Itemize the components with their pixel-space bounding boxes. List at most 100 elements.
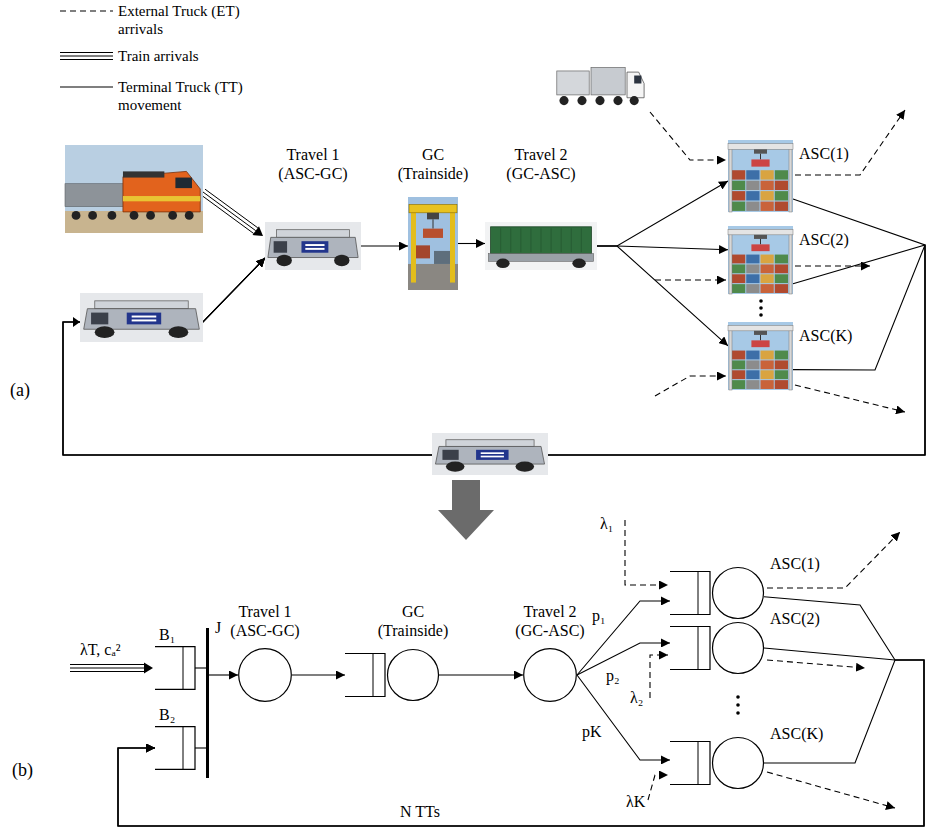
flow-connector	[597, 246, 728, 346]
server-circle	[713, 623, 764, 674]
ellipsis-dot	[759, 299, 763, 303]
crane-leg	[450, 208, 455, 282]
container	[746, 181, 759, 190]
wheel	[130, 211, 139, 220]
container	[761, 351, 774, 360]
train-arrival-line	[205, 189, 258, 228]
wheel	[72, 211, 81, 220]
ellipsis-dot	[759, 306, 763, 310]
container	[732, 380, 745, 389]
node-label: Travel 2 (GC-ASC)	[508, 602, 592, 640]
flow-connector	[195, 747, 206, 748]
container	[761, 284, 774, 293]
container	[746, 202, 759, 211]
wheel	[496, 258, 509, 268]
flow-connector	[63, 245, 925, 455]
container	[761, 360, 774, 369]
container	[751, 244, 769, 251]
vehicle-body	[84, 309, 200, 330]
server-node: Travel 2 (GC-ASC)	[523, 648, 577, 702]
flow-connector	[577, 601, 670, 675]
node-shape	[485, 222, 597, 270]
queue-station: ASC(2)	[670, 621, 764, 675]
annotation: N TTs	[400, 802, 440, 821]
crane-trolley	[427, 213, 439, 220]
container	[775, 360, 788, 369]
node-label: ASC(K)	[770, 724, 823, 743]
external-truck-image	[557, 68, 644, 106]
crane-leg	[789, 230, 792, 294]
terminal-truck-image	[432, 433, 548, 475]
train-arrival-line	[60, 52, 113, 53]
crane-leg	[729, 144, 732, 212]
ellipsis-dot	[736, 703, 740, 707]
node-label: ASC(1)	[770, 554, 820, 573]
container	[746, 351, 759, 360]
server-circle	[713, 738, 764, 789]
flow-connector	[597, 181, 728, 246]
container	[761, 191, 774, 200]
trailer	[557, 71, 589, 95]
flow-connector	[458, 243, 485, 244]
photo-ground	[65, 211, 203, 233]
queue-slot	[183, 647, 184, 690]
routing-probability: p₁	[592, 606, 606, 625]
container-wagon	[65, 184, 126, 207]
arrowhead	[73, 317, 80, 327]
node-shape	[728, 226, 793, 294]
container	[746, 380, 759, 389]
wheel	[595, 96, 604, 105]
cab-window	[274, 241, 287, 253]
queue-buffer	[670, 572, 710, 615]
container	[761, 380, 774, 389]
locomotive-roof	[123, 171, 164, 177]
external-truck-arrow	[650, 112, 726, 160]
container	[732, 202, 745, 211]
logo-stripe	[305, 248, 324, 250]
node-shape	[408, 197, 458, 290]
cab-window	[442, 450, 458, 460]
container-ridge	[500, 228, 501, 252]
legend-text: Terminal Truck (TT) movement	[118, 78, 253, 114]
external-truck-arrow	[60, 10, 113, 11]
node-label: GC (Trainside)	[391, 145, 475, 183]
node-shape	[728, 322, 793, 390]
container	[775, 255, 788, 264]
wheel	[577, 96, 586, 105]
wheel	[446, 462, 465, 472]
node-label: ASC(2)	[770, 609, 820, 628]
container	[761, 181, 774, 190]
node-label: B₂	[159, 705, 175, 724]
wheel	[169, 326, 189, 338]
container	[746, 360, 759, 369]
node-shape	[728, 140, 793, 212]
container	[775, 370, 788, 379]
cab-window	[634, 76, 641, 84]
wheel	[108, 211, 117, 220]
photo-sky	[728, 226, 793, 294]
node-label: ASC(K)	[799, 326, 852, 345]
container	[746, 255, 759, 264]
locomotive	[123, 171, 200, 211]
node-label: ASC(1)	[799, 144, 849, 163]
logo-stripe	[132, 319, 157, 321]
wheel	[572, 258, 585, 268]
external-truck-arrow	[655, 279, 726, 280]
external-truck-arrow	[767, 532, 900, 588]
node-shape	[670, 621, 764, 675]
train-arrival-line	[60, 59, 113, 60]
external-truck-arrow	[795, 385, 905, 412]
flow-connector	[118, 648, 924, 826]
wheel	[168, 211, 177, 220]
wheel	[95, 326, 115, 338]
queue-slot	[698, 627, 699, 670]
container	[761, 202, 774, 211]
container	[775, 264, 788, 273]
container	[761, 255, 774, 264]
container	[434, 251, 451, 264]
wheel	[613, 96, 622, 105]
queue-slot	[698, 572, 699, 615]
node-shape	[265, 222, 361, 270]
cab-window	[91, 313, 108, 325]
train-arrival-line	[203, 192, 256, 231]
